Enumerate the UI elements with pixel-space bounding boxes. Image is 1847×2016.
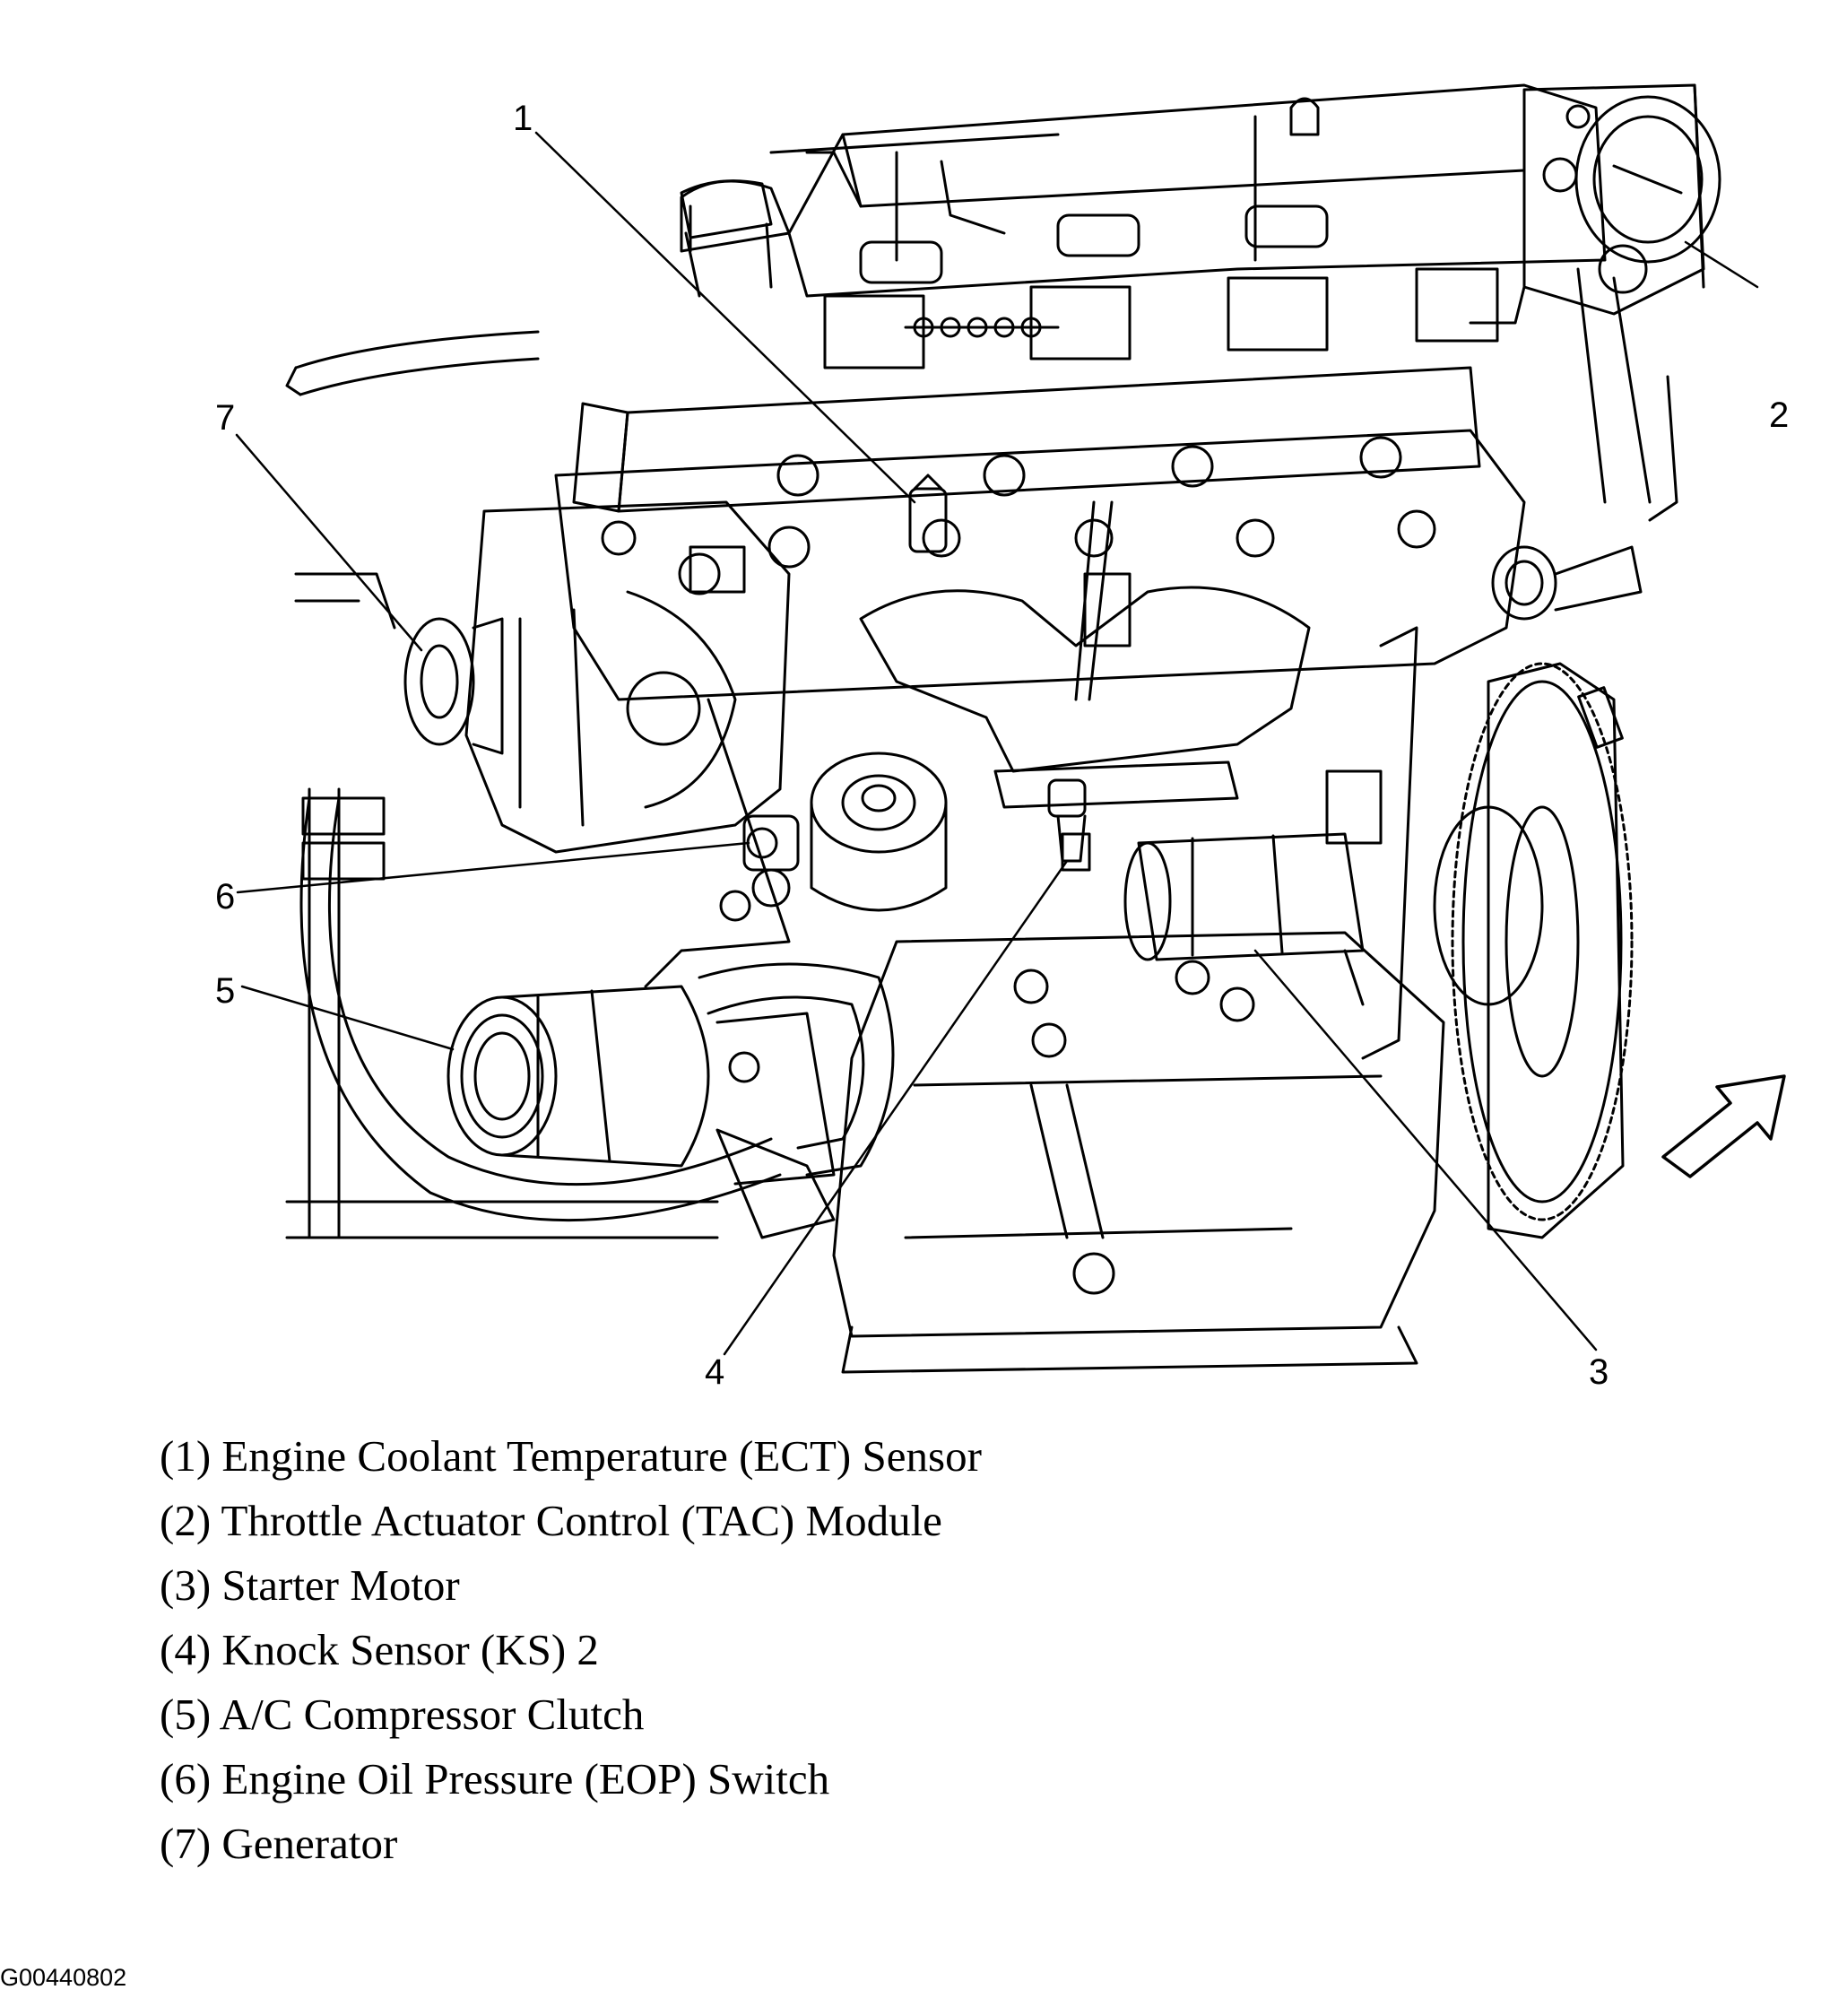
- ect-sensor: [908, 474, 948, 553]
- knock-sensor: [1047, 778, 1091, 872]
- leader-line-4: [723, 859, 1069, 1356]
- leader-line-1: [534, 131, 916, 504]
- ac-compressor: [447, 985, 836, 1186]
- throttle-body: [1469, 83, 1721, 325]
- arrow-down-left-icon: [1661, 1074, 1786, 1178]
- callout-4: 4: [705, 1352, 725, 1392]
- legend-item-starter-motor: (3) Starter Motor: [160, 1560, 460, 1610]
- callout-3: 3: [1589, 1352, 1609, 1392]
- leader-line-5: [240, 985, 455, 1051]
- legend-item-tac-module: (2) Throttle Actuator Control (TAC) Modu…: [160, 1496, 942, 1545]
- intake-manifold: [572, 83, 1607, 513]
- generator: [403, 500, 791, 854]
- callout-6: 6: [215, 877, 236, 917]
- coolant-outlet: [1491, 267, 1678, 621]
- oil-filter-adapter: [719, 752, 948, 922]
- legend-item-knock-sensor: (4) Knock Sensor (KS) 2: [160, 1625, 599, 1674]
- exhaust-manifold: [859, 500, 1311, 809]
- ac-hose: [698, 962, 895, 1239]
- callout-2: 2: [1769, 395, 1790, 435]
- callout-5: 5: [215, 971, 236, 1011]
- heater-hose-lines: [285, 330, 782, 1239]
- callout-1: 1: [513, 99, 533, 138]
- leader-line-3: [1253, 949, 1598, 1351]
- callout-7: 7: [215, 398, 236, 438]
- leader-line-6: [236, 841, 750, 894]
- leader-line-2: [1684, 240, 1759, 289]
- leader-lines: [235, 131, 1759, 1356]
- legend-item-ect-sensor: (1) Engine Coolant Temperature (ECT) Sen…: [160, 1431, 982, 1481]
- engine-component-diagram: [235, 83, 1786, 1374]
- legend-item-ac-compressor-clutch: (5) A/C Compressor Clutch: [160, 1690, 645, 1739]
- legend-item-generator: (7) Generator: [160, 1819, 398, 1868]
- figure-id: G00440802: [0, 1964, 127, 1991]
- leader-line-7: [235, 433, 423, 652]
- flexplate: [1361, 626, 1634, 1239]
- oil-pan: [644, 698, 1445, 1374]
- component-legend: (1) Engine Coolant Temperature (ECT) Sen…: [160, 1424, 982, 1876]
- cylinder-head: [554, 317, 1526, 701]
- starter-motor: [1123, 769, 1383, 1006]
- legend-item-eop-switch: (6) Engine Oil Pressure (EOP) Switch: [160, 1754, 830, 1803]
- ignition-coils: [769, 133, 1499, 369]
- oil-fill-cap: [680, 179, 773, 298]
